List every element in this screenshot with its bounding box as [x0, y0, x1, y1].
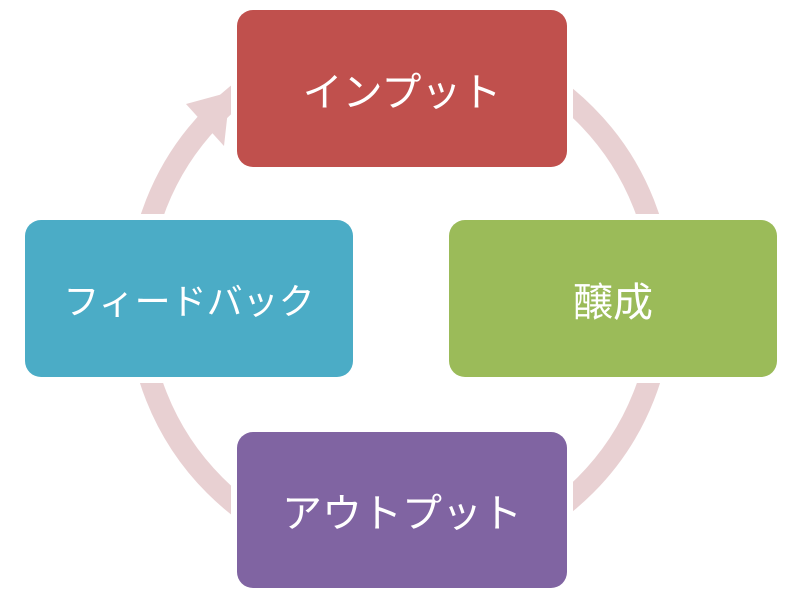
arrowhead-icon [186, 92, 230, 146]
node-output-label: アウトプット [282, 491, 522, 537]
node-input: インプット [237, 10, 567, 167]
node-feedback: フィードバック [25, 220, 353, 377]
node-input-label: インプット [302, 69, 502, 116]
node-brew: 醸成 [449, 220, 777, 377]
node-output: アウトプット [237, 432, 567, 588]
node-feedback-label: フィードバック [63, 281, 315, 323]
node-brew-label: 醸成 [573, 279, 653, 326]
